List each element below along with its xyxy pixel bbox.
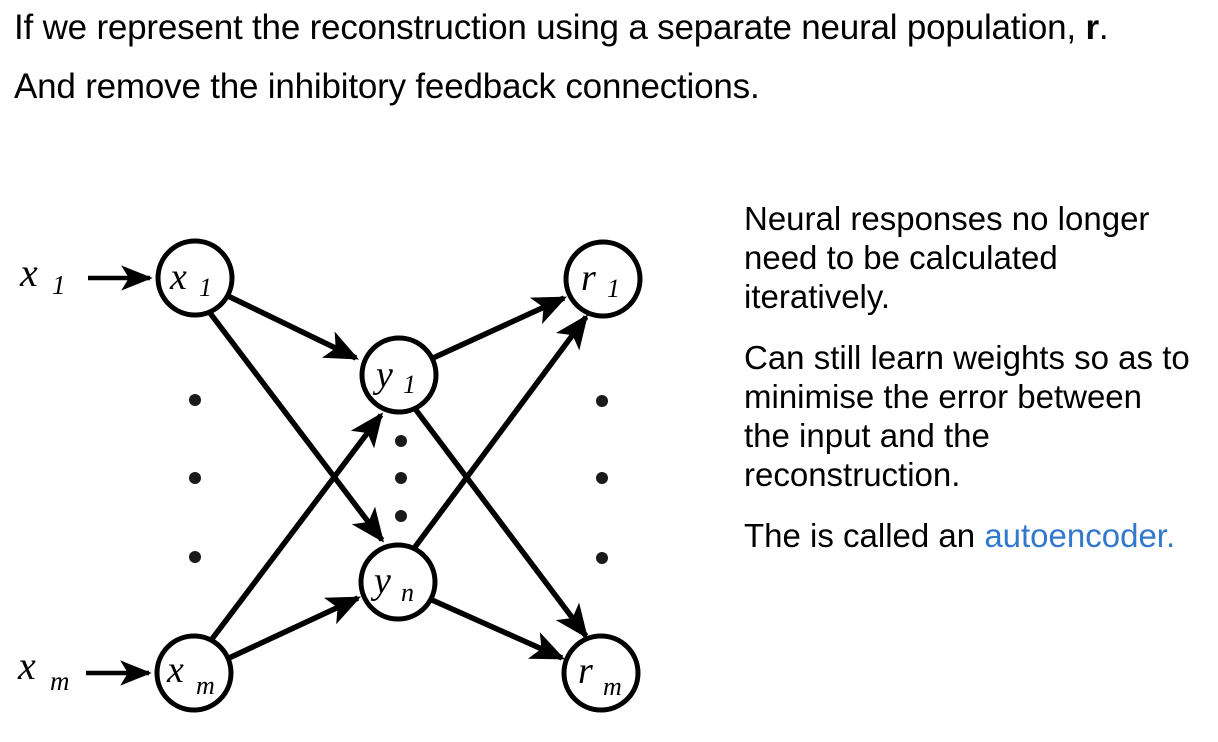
edge-xm-to-yn (227, 595, 361, 661)
node-x1[interactable]: x 1 (155, 238, 235, 318)
node-xm-sub: m (196, 671, 215, 700)
paragraph-remove-feedback: And remove the inhibitory feedback conne… (14, 66, 760, 106)
node-yn[interactable]: y n (358, 542, 438, 622)
autoencoder-network-diagram: x 1 x m x 1 x m y 1 y n (0, 190, 730, 742)
edge-xm-to-y1 (209, 412, 384, 641)
node-xm-base: x (166, 649, 184, 691)
top-text-block: If we represent the reconstruction using… (14, 8, 1164, 107)
node-rm[interactable]: r m (561, 633, 641, 713)
node-y1-sub: 1 (403, 370, 416, 399)
input-ellipsis-column (189, 394, 201, 563)
external-label-x1-sub: 1 (52, 270, 66, 300)
node-x1-sub: 1 (199, 273, 212, 302)
external-label-x1-base: x (19, 250, 38, 295)
edge-y1-to-rm (413, 408, 589, 639)
external-label-xm: x m (17, 643, 70, 696)
paragraph-1-variable-r: r (1085, 8, 1099, 47)
paragraph-1-text-part-1: If we represent the reconstruction using… (14, 8, 1086, 47)
edge-yn-to-rm (430, 597, 566, 661)
node-yn-base: y (370, 560, 391, 602)
autoencoder-term: autoencoder. (984, 516, 1176, 554)
node-rm-base: r (578, 650, 593, 692)
edge-yn-to-r1 (412, 314, 589, 549)
paragraph-represent-reconstruction: If we represent the reconstruction using… (14, 8, 1164, 49)
output-ellipsis-column (596, 395, 608, 564)
external-label-xm-sub: m (50, 666, 70, 696)
node-rm-sub: m (603, 672, 622, 701)
right-paragraph-iterative: Neural responses no longer need to be ca… (744, 200, 1150, 315)
paragraph-1-text-part-2: . (1098, 8, 1109, 47)
right-paragraph-learn-weights: Can still learn weights so as to minimis… (744, 338, 1190, 493)
node-r1-base: r (581, 257, 596, 299)
edge-y1-to-r1 (431, 295, 568, 361)
right-text-column: Neural responses no longer need to be ca… (744, 200, 1194, 556)
external-label-x1: x 1 (19, 250, 66, 300)
external-label-xm-base: x (17, 643, 36, 688)
node-r1-sub: 1 (607, 274, 620, 303)
node-y1-base: y (372, 354, 393, 396)
node-y1[interactable]: y 1 (359, 335, 439, 415)
node-xm[interactable]: x m (154, 633, 234, 713)
node-x1-base: x (169, 256, 187, 298)
hidden-ellipsis-column (395, 435, 407, 522)
node-yn-sub: n (401, 578, 414, 607)
node-r1[interactable]: r 1 (563, 239, 643, 319)
right-paragraph-autoencoder: The is called an autoencoder. (744, 517, 1194, 556)
edge-x1-to-yn (207, 311, 385, 543)
edge-x1-to-y1 (226, 293, 359, 361)
autoencoder-prefix-text: The is called an (744, 516, 985, 554)
